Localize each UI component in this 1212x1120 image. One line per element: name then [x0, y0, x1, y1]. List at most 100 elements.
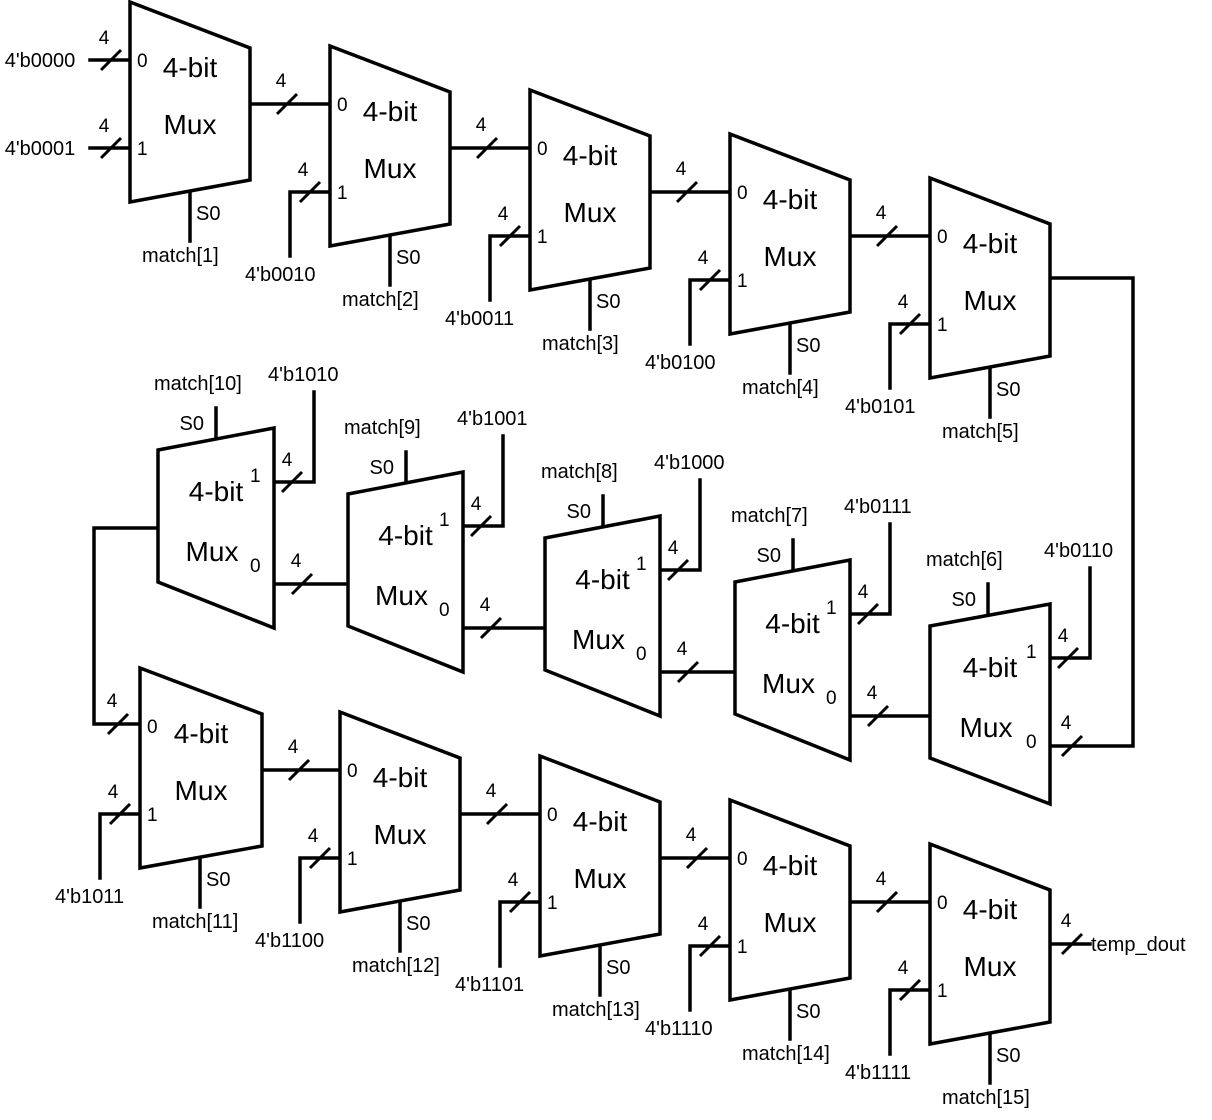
mux-title: 4-bit [373, 762, 428, 793]
select-pin-label: S0 [796, 335, 820, 357]
mux-title: Mux [175, 775, 228, 806]
select-pin-label: S0 [567, 501, 591, 523]
bus-slash [856, 602, 880, 626]
bus-width-label: 4 [291, 551, 302, 572]
select-pin-label: S0 [406, 913, 430, 935]
select-pin-label: S0 [996, 379, 1020, 401]
mux-title: Mux [375, 580, 428, 611]
select-signal-label: match[8] [541, 461, 618, 483]
mux-title: 4-bit [563, 140, 618, 171]
mux-5 [928, 175, 1052, 381]
select-signal-label: match[2] [342, 289, 419, 311]
chain-wire [1048, 276, 1135, 748]
select-pin-label: S0 [206, 869, 230, 891]
mux-title: 4-bit [963, 652, 1018, 683]
bus-slash [1060, 932, 1084, 956]
bus-width-label: 4 [282, 450, 293, 471]
bus-width-label: 4 [508, 870, 519, 891]
input-1-constant: 4'b1010 [268, 364, 339, 386]
input-1-constant: 4'b0110 [1044, 540, 1113, 562]
mux-10 [156, 425, 276, 631]
bus-slash [99, 136, 123, 160]
bus-width-label: 4 [308, 826, 319, 847]
select-pin-label: S0 [996, 1045, 1020, 1067]
bus-width-label: 4 [1058, 626, 1069, 647]
mux-title: 4-bit [573, 806, 628, 837]
bus-width-label: 4 [698, 248, 709, 269]
mux-title: Mux [186, 536, 239, 567]
pin-1-label: 1 [1026, 642, 1037, 663]
bus-slash [287, 758, 311, 782]
pin-0-label: 0 [347, 761, 358, 782]
mux-1 [128, 0, 252, 205]
input-1-constant: 4'b0101 [845, 396, 916, 418]
mux-12 [338, 709, 462, 915]
pin-1-label: 1 [137, 139, 148, 160]
mux-title: Mux [572, 624, 625, 655]
mux-title: Mux [764, 907, 817, 938]
bus-slash [108, 802, 132, 826]
input-1-line [98, 812, 142, 880]
pin-0-label: 0 [250, 556, 261, 577]
bus-width-label: 4 [876, 869, 887, 890]
bus-slash [898, 312, 922, 336]
bus-slash [485, 802, 509, 826]
mux-3 [528, 87, 652, 293]
pin-1-label: 1 [439, 510, 450, 531]
bus-width-label: 4 [298, 160, 309, 181]
mux-11 [138, 665, 264, 871]
input-1-constant: 4'b1001 [457, 408, 528, 430]
bus-slash [875, 890, 899, 914]
mux-13 [538, 753, 662, 959]
input-1-constant: 4'b0011 [445, 308, 514, 330]
pin-0-label: 0 [537, 139, 548, 160]
select-signal-label: match[15] [942, 1087, 1030, 1109]
bus-slash [106, 712, 130, 736]
bus-width-label: 4 [99, 28, 110, 49]
select-pin-label: S0 [196, 203, 220, 225]
select-signal-label: match[7] [731, 505, 808, 527]
pin-0-label: 0 [137, 51, 148, 72]
pin-1-label: 1 [337, 183, 348, 204]
mux-title: 4-bit [363, 96, 418, 127]
mux-title: Mux [164, 109, 217, 140]
pin-0-label: 0 [147, 717, 158, 738]
input-0-constant: 4'b0000 [5, 50, 76, 72]
mux-title: Mux [374, 819, 427, 850]
bus-slash [308, 846, 332, 870]
bus-slash [1060, 734, 1084, 758]
mux-title: Mux [964, 285, 1017, 316]
mux-6 [928, 601, 1052, 807]
input-1-line [688, 278, 732, 346]
pin-1-label: 1 [636, 554, 647, 575]
mux-15 [928, 841, 1052, 1047]
input-1-constant: 4'b1000 [654, 452, 725, 474]
input-1-constant: 4'b0111 [844, 496, 912, 518]
select-pin-label: S0 [396, 247, 420, 269]
select-pin-label: S0 [757, 545, 781, 567]
bus-slash [898, 978, 922, 1002]
bus-width-label: 4 [486, 781, 497, 802]
bus-slash [866, 704, 890, 728]
bus-width-label: 4 [668, 538, 679, 559]
mux-title: 4-bit [763, 850, 818, 881]
mux-title: Mux [364, 153, 417, 184]
bus-width-label: 4 [476, 115, 487, 136]
mux-title: Mux [964, 951, 1017, 982]
select-signal-label: match[12] [352, 955, 440, 977]
input-1-constant: 4'b1101 [455, 974, 524, 996]
bus-width-label: 4 [676, 159, 687, 180]
pin-1-label: 1 [250, 466, 261, 487]
input-1-line [658, 478, 702, 572]
input-1-line [498, 900, 542, 968]
bus-width-label: 4 [1061, 911, 1072, 932]
input-1-constant: 4'b1110 [645, 1018, 713, 1040]
input-1-line [1048, 566, 1092, 660]
mux-title: 4-bit [174, 718, 229, 749]
select-signal-label: match[9] [344, 417, 421, 439]
bus-width-label: 4 [480, 595, 491, 616]
mux-2 [328, 43, 452, 249]
select-pin-label: S0 [606, 957, 630, 979]
pin-0-label: 0 [547, 805, 558, 826]
